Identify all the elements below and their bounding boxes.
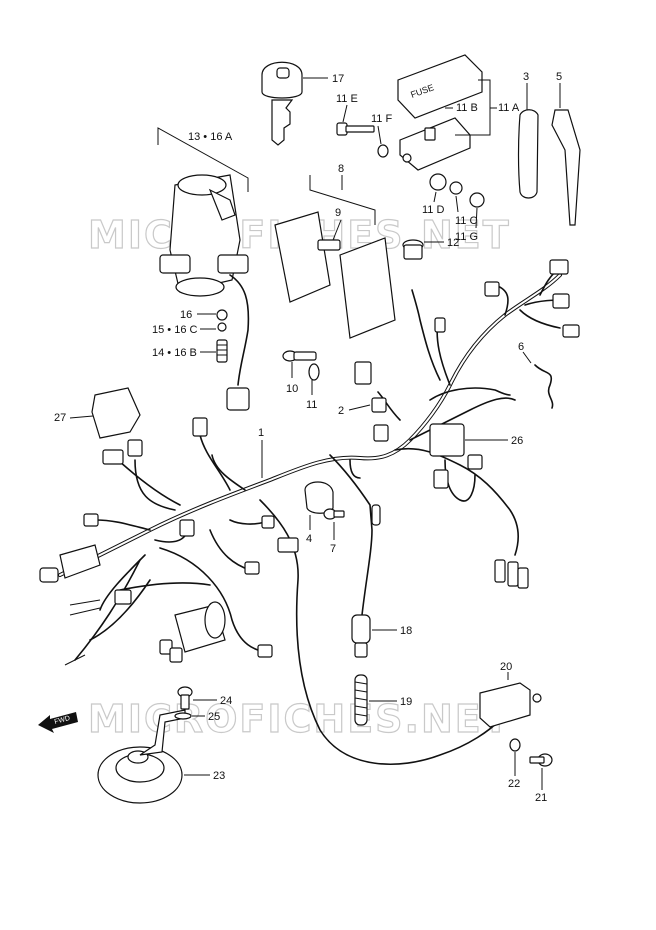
ignition-switch	[159, 174, 249, 297]
clamp-4	[304, 481, 334, 514]
relay-27	[91, 387, 141, 439]
callout-8: 8	[338, 163, 344, 175]
callout-14-16b: 14 • 16 B	[152, 347, 197, 359]
screw-10	[282, 350, 317, 362]
bolt-7	[323, 508, 345, 520]
clamp-6	[534, 364, 554, 409]
watermark-bottom: MICROFICHES.NET	[88, 697, 511, 741]
callout-11f: 11 F	[371, 113, 392, 125]
washer-11f	[377, 144, 389, 158]
callout-26: 26	[511, 435, 523, 447]
callout-7: 7	[330, 543, 336, 555]
switch-20	[479, 682, 542, 728]
horn-23	[97, 709, 186, 804]
callout-5: 5	[556, 71, 562, 83]
fasteners-14-16	[216, 309, 228, 363]
callout-1: 1	[258, 427, 264, 439]
callout-3: 3	[523, 71, 529, 83]
socket-12	[402, 239, 424, 260]
fuse-box: FUSE	[397, 54, 485, 208]
forward-arrow-label: FWD	[54, 715, 71, 726]
callout-25: 25	[208, 711, 220, 723]
relay-26	[429, 423, 465, 457]
harness-connectors	[39, 259, 580, 666]
relay-holder	[274, 211, 396, 339]
screw-21	[529, 753, 553, 767]
cable-tie-5	[551, 109, 581, 226]
callout-12: 12	[447, 237, 459, 249]
callout-10: 10	[286, 383, 298, 395]
callout-11b: 11 B	[456, 102, 478, 114]
callout-22: 22	[508, 778, 520, 790]
callout-17: 17	[332, 73, 344, 85]
main-wiring-harness	[58, 267, 566, 766]
callout-19: 19	[400, 696, 412, 708]
washer-11	[308, 363, 320, 381]
callout-6: 6	[518, 341, 524, 353]
washer-25	[174, 712, 192, 720]
callout-9: 9	[335, 207, 341, 219]
callout-20: 20	[500, 661, 512, 673]
callout-15-16c: 15 • 16 C	[152, 324, 197, 336]
callout-11: 11	[306, 399, 317, 411]
callout-4: 4	[306, 533, 312, 545]
switch-18	[351, 614, 371, 658]
callout-27: 27	[54, 412, 66, 424]
bolt-24	[177, 686, 193, 710]
callout-16: 16	[180, 309, 192, 321]
callout-11e: 11 E	[336, 93, 358, 105]
callout-2: 2	[338, 405, 344, 417]
callout-11g: 11 G	[455, 231, 478, 243]
bolt-11e	[336, 122, 375, 136]
callout-11a: 11 A	[498, 102, 520, 114]
spring-19	[354, 674, 368, 726]
callout-11c: 11 C	[455, 215, 477, 227]
callout-18: 18	[400, 625, 412, 637]
key	[261, 61, 303, 146]
callout-24: 24	[220, 695, 232, 707]
forward-arrow: FWD	[38, 712, 78, 733]
washer-22	[509, 738, 521, 752]
callout-13-16a: 13 • 16 A	[188, 131, 233, 143]
callout-11d: 11 D	[422, 204, 444, 216]
callout-21: 21	[535, 792, 547, 804]
callout-23: 23	[213, 770, 225, 782]
band-3	[517, 109, 539, 199]
ignition-connector	[226, 387, 250, 411]
